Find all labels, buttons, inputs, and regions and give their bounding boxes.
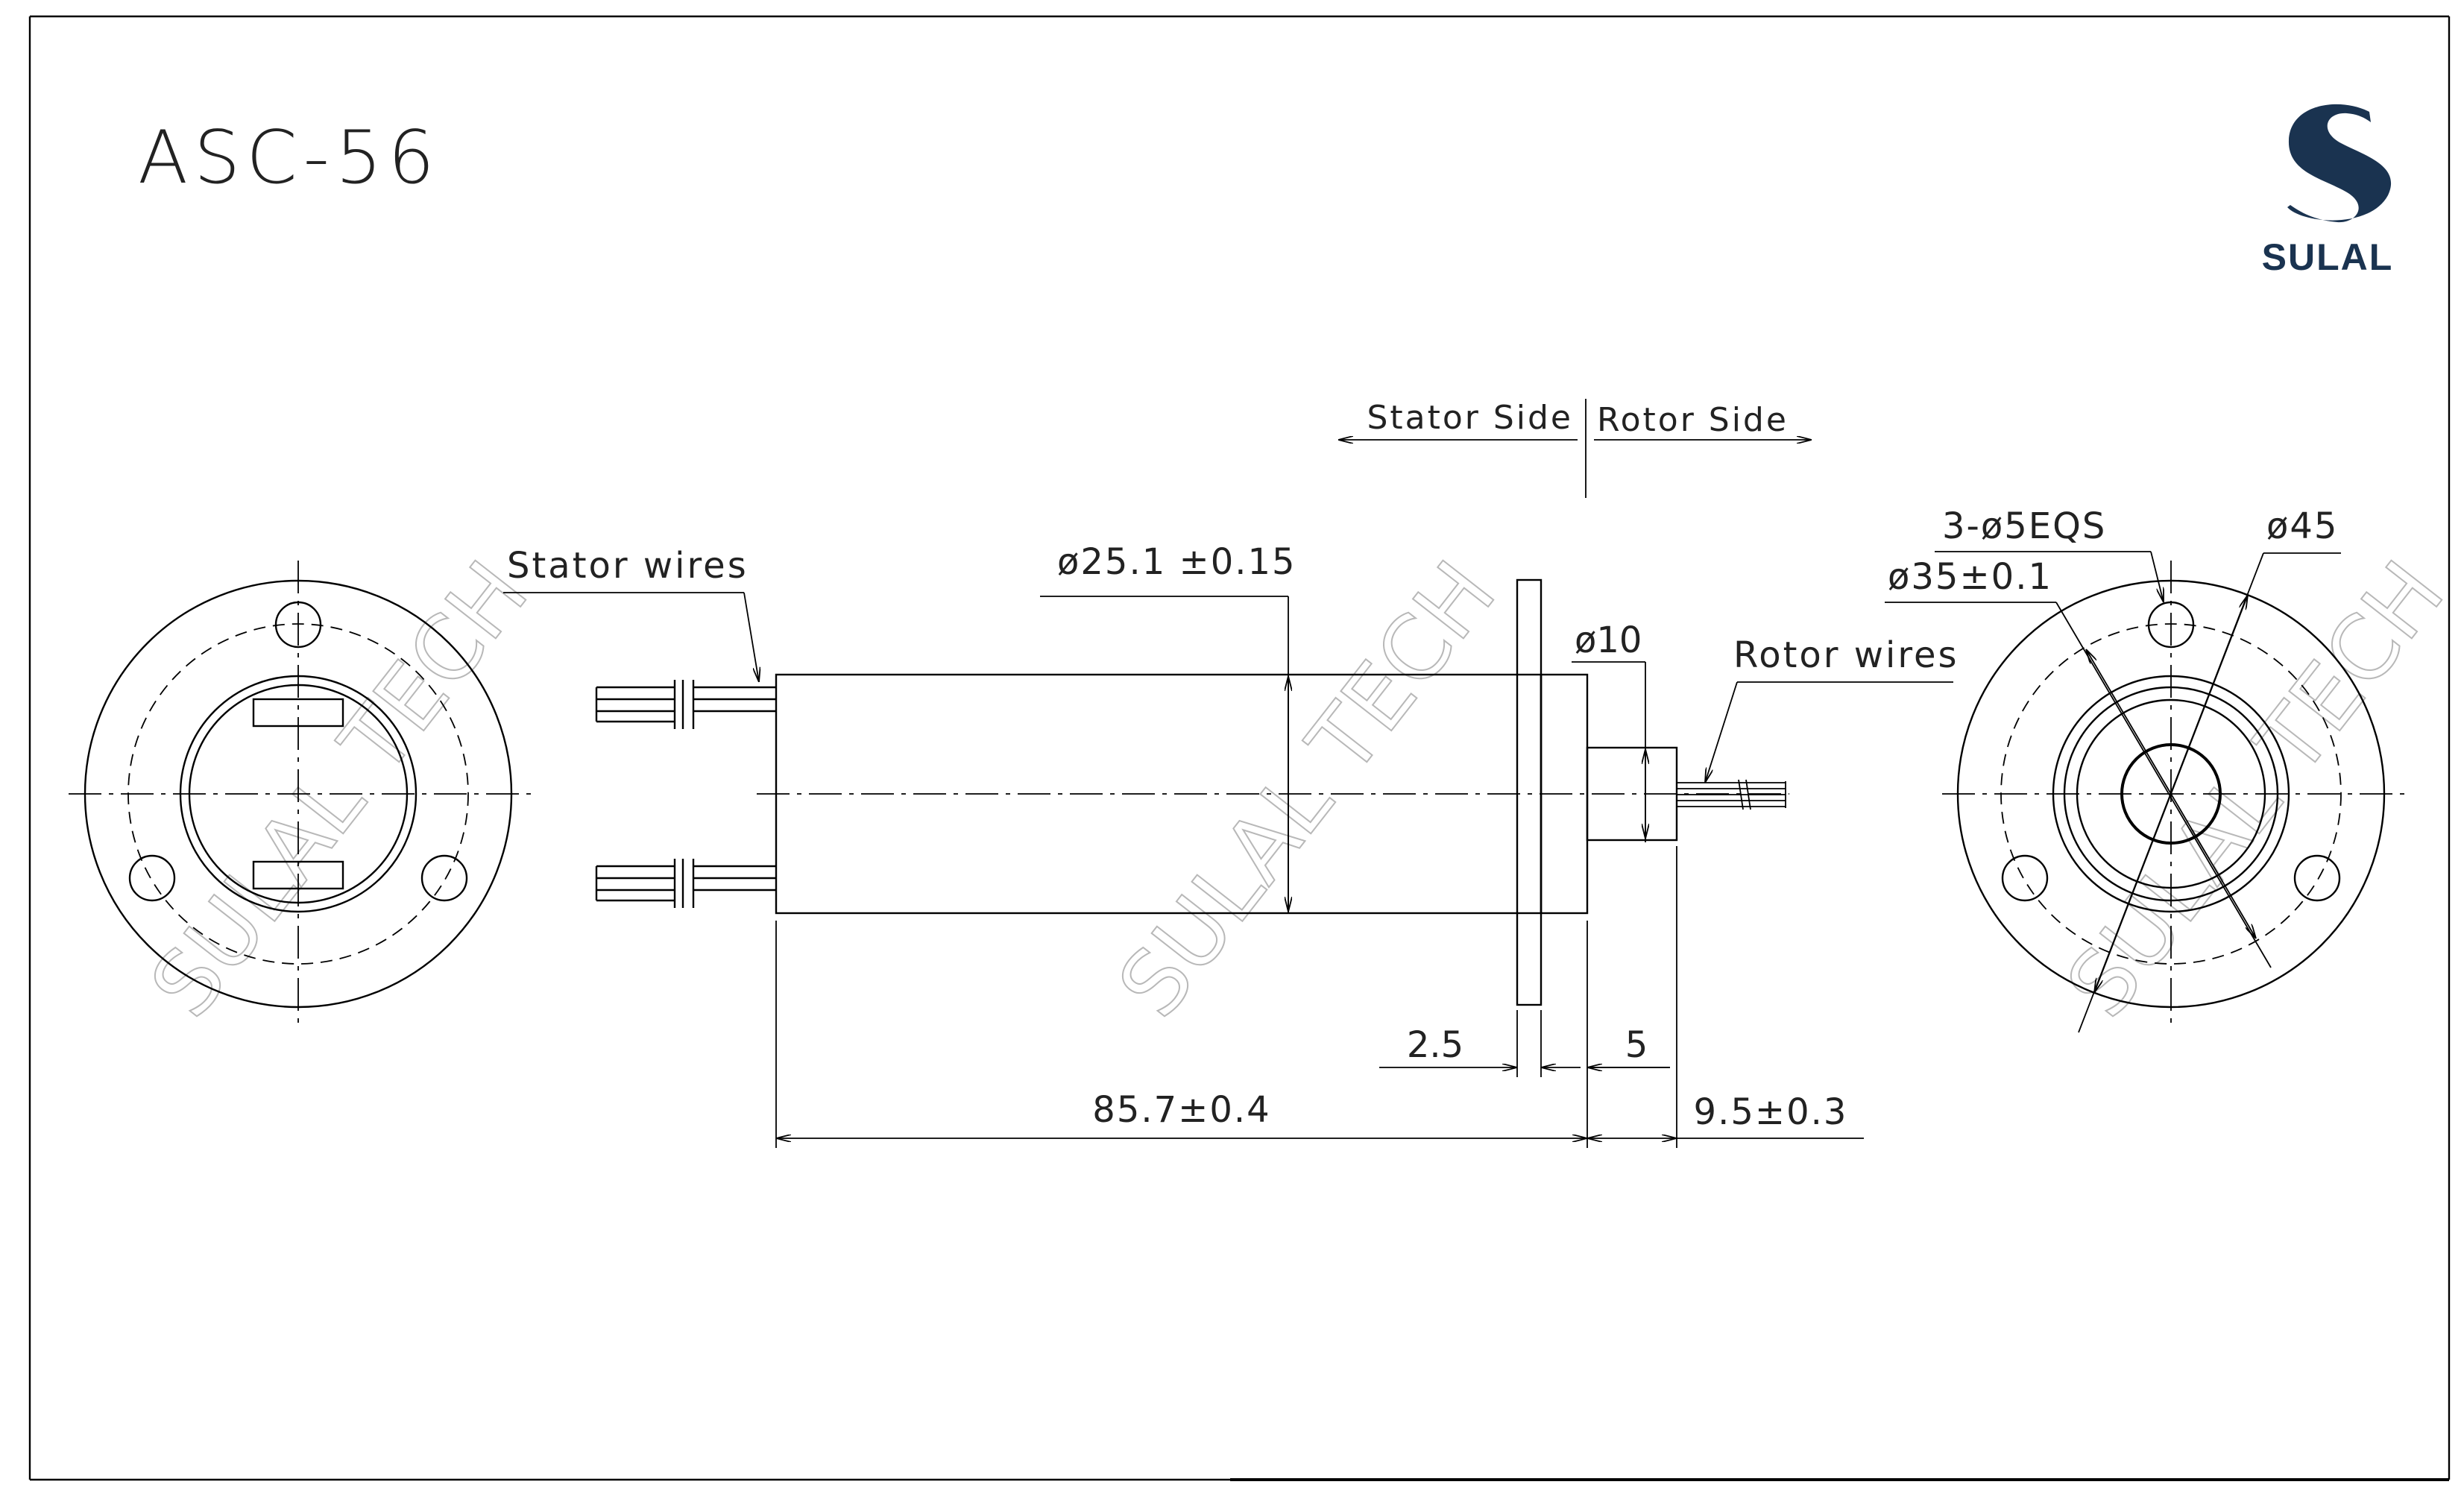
dim-body-diameter: ø25.1 ±0.15 (1040, 541, 1296, 913)
stator-side-label: Stator Side (1367, 399, 1573, 437)
rotor-wires-label: Rotor wires (1733, 634, 1959, 676)
stator-wires-bottom (595, 859, 776, 908)
sheet-border (28, 15, 2451, 1481)
rotor-wire-bundle (1677, 779, 1786, 810)
dim-flange-diameter: ø45 (2078, 505, 2341, 1033)
stator-wires-label: Stator wires (507, 545, 749, 587)
side-view (595, 578, 1789, 1006)
body-diameter-label: ø25.1 ±0.15 (1057, 541, 1296, 583)
shaft-diameter-label: ø10 (1575, 619, 1642, 661)
shaft-step-label: 5 (1625, 1024, 1648, 1066)
logo-s-icon (2287, 104, 2392, 223)
drawing-title: ASC-56 (138, 116, 441, 201)
pcd-label: ø35±0.1 (1888, 556, 2052, 598)
dim-body-length: 85.7±0.4 (776, 1089, 1587, 1138)
holes-label: 3-ø5EQS (1942, 505, 2106, 547)
shaft-length-label: 9.5±0.3 (1694, 1091, 1848, 1133)
watermark-center: SULAL TECH (1098, 543, 1515, 1035)
dim-shaft-diameter: ø10 (1572, 619, 1645, 842)
stator-wires-top (595, 680, 776, 729)
stator-wires-callout: Stator wires (503, 545, 759, 682)
right-end-view (1942, 561, 2404, 1029)
watermark-left: SULAL TECH (130, 543, 547, 1035)
flange-thickness-label: 2.5 (1407, 1024, 1463, 1066)
dim-shaft-length: 9.5±0.3 (1587, 1091, 1864, 1138)
watermark-right: SULAL TECH (2046, 543, 2463, 1035)
watermarks: SULAL TECH SULAL TECH SULAL TECH (130, 542, 2464, 1036)
mounting-flange (1516, 578, 1543, 1006)
side-annotation: Stator Side Rotor Side (1338, 399, 1812, 498)
dim-pcd: ø35±0.1 (1885, 556, 2272, 968)
company-logo: SULAL (2262, 104, 2394, 278)
left-end-view (69, 561, 531, 1029)
dim-holes: 3-ø5EQS (1935, 505, 2164, 602)
logo-text: SULAL (2262, 236, 2394, 278)
flange-diameter-label: ø45 (2266, 505, 2338, 547)
rotor-wires-callout: Rotor wires (1705, 634, 1959, 783)
rotor-shaft (1586, 746, 1678, 842)
body-length-label: 85.7±0.4 (1092, 1089, 1270, 1131)
dim-shaft-step: 5 (1587, 1024, 1670, 1067)
dim-flange-thickness: 2.5 (1379, 1024, 1581, 1067)
rotor-side-label: Rotor Side (1597, 401, 1789, 439)
extension-lines (775, 846, 1677, 1148)
